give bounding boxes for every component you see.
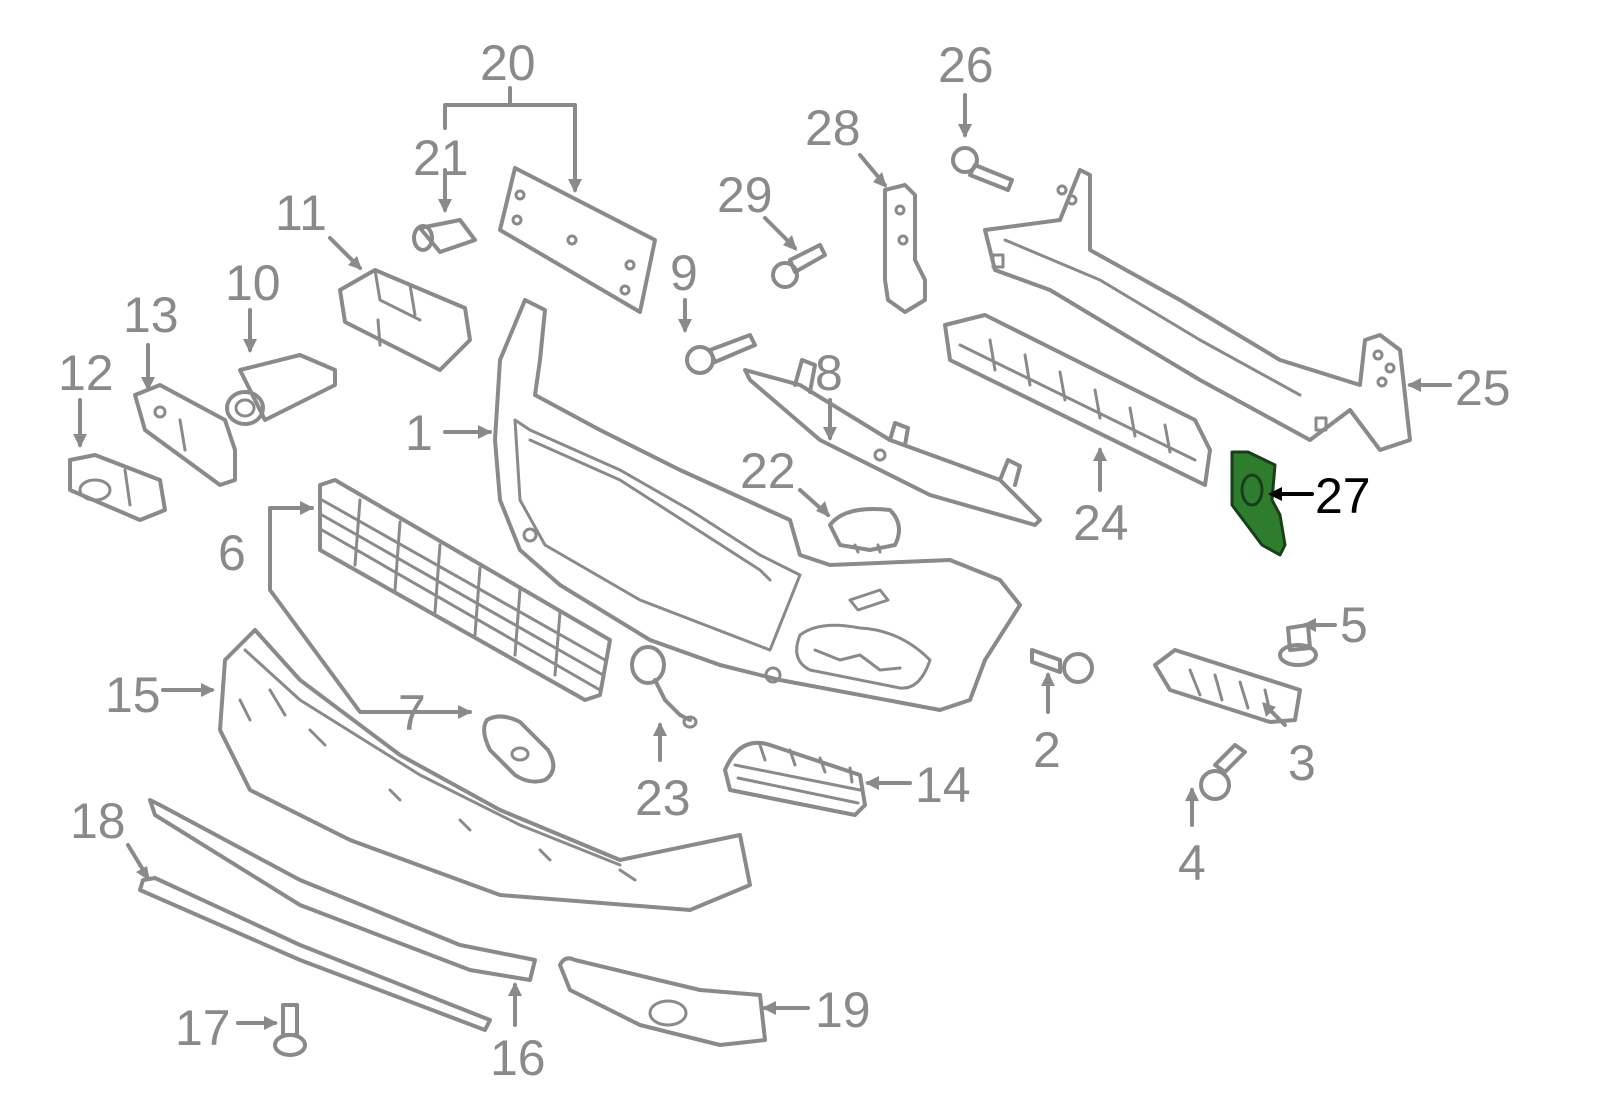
callout-3[interactable]: 3 (1288, 735, 1316, 791)
arrowheads (73, 124, 1421, 1030)
callout-13[interactable]: 13 (123, 287, 179, 343)
part-29-bolt[interactable] (771, 243, 827, 289)
part-18-lower-trim[interactable] (138, 876, 492, 1032)
callout-9[interactable]: 9 (670, 245, 698, 301)
part-27-bracket-highlighted[interactable] (1230, 450, 1287, 557)
part-24-absorber[interactable] (943, 313, 1212, 487)
part-16-trim-strip[interactable] (148, 798, 537, 982)
part-28-bracket[interactable] (883, 183, 927, 314)
part-25-reinforcement[interactable] (983, 168, 1412, 452)
part-6-grille[interactable] (318, 478, 612, 702)
callout-12[interactable]: 12 (58, 345, 114, 401)
part-22-nozzle-cap[interactable] (828, 507, 901, 554)
part-2-screw[interactable] (1030, 648, 1094, 684)
part-10-sensor[interactable] (225, 353, 337, 426)
callout-8[interactable]: 8 (815, 345, 843, 401)
callout-22[interactable]: 22 (740, 443, 796, 499)
callout-28[interactable]: 28 (805, 100, 861, 156)
arrowhead-27 (1268, 487, 1282, 501)
callout-21[interactable]: 21 (413, 130, 469, 186)
callout-19[interactable]: 19 (815, 982, 871, 1038)
part-13-bracket[interactable] (133, 383, 237, 487)
callout-18[interactable]: 18 (70, 793, 126, 849)
callout-20[interactable]: 20 (480, 35, 536, 91)
callout-7[interactable]: 7 (398, 685, 426, 741)
callout-14[interactable]: 14 (915, 757, 971, 813)
callout-17[interactable]: 17 (175, 1000, 231, 1056)
callout-labels: 1 2 3 4 5 6 7 8 9 10 11 12 13 14 15 16 1… (58, 35, 1511, 1086)
part-8-mounting-strip[interactable] (743, 358, 1042, 527)
part-17-screw[interactable] (273, 1003, 307, 1057)
part-15-lower-spoiler[interactable] (218, 628, 752, 912)
part-4-screw[interactable] (1199, 743, 1247, 801)
part-7-tow-cover[interactable] (482, 714, 556, 784)
part-12-holder[interactable] (68, 453, 167, 522)
part-20-plate-bracket[interactable] (498, 166, 657, 314)
part-14-lower-grille[interactable] (723, 740, 867, 817)
part-23-grommet[interactable] (630, 645, 698, 729)
callout-15[interactable]: 15 (105, 667, 161, 723)
callout-11[interactable]: 11 (275, 185, 327, 241)
part-11-bracket[interactable] (338, 268, 472, 372)
part-5-clip[interactable] (1278, 623, 1318, 667)
callout-6[interactable]: 6 (218, 525, 246, 581)
part-19-fog-cover[interactable] (558, 956, 767, 1047)
part-9-bolt[interactable] (685, 333, 757, 375)
part-1-bumper-cover[interactable] (493, 298, 1022, 712)
callout-24[interactable]: 24 (1073, 495, 1129, 551)
part-21-clip[interactable] (412, 218, 477, 254)
callout-4[interactable]: 4 (1178, 835, 1206, 891)
callout-27-highlighted[interactable]: 27 (1315, 468, 1371, 524)
callout-23[interactable]: 23 (635, 770, 691, 826)
callout-10[interactable]: 10 (225, 255, 281, 311)
part-3-bracket[interactable] (1153, 648, 1302, 724)
callout-29[interactable]: 29 (717, 167, 773, 223)
part-26-bolt[interactable] (951, 146, 1014, 192)
callout-25[interactable]: 25 (1455, 360, 1511, 416)
callout-2[interactable]: 2 (1033, 722, 1061, 778)
callout-16[interactable]: 16 (490, 1030, 546, 1086)
callout-1[interactable]: 1 (405, 405, 433, 461)
callout-26[interactable]: 26 (938, 37, 994, 93)
callout-5[interactable]: 5 (1340, 597, 1368, 653)
